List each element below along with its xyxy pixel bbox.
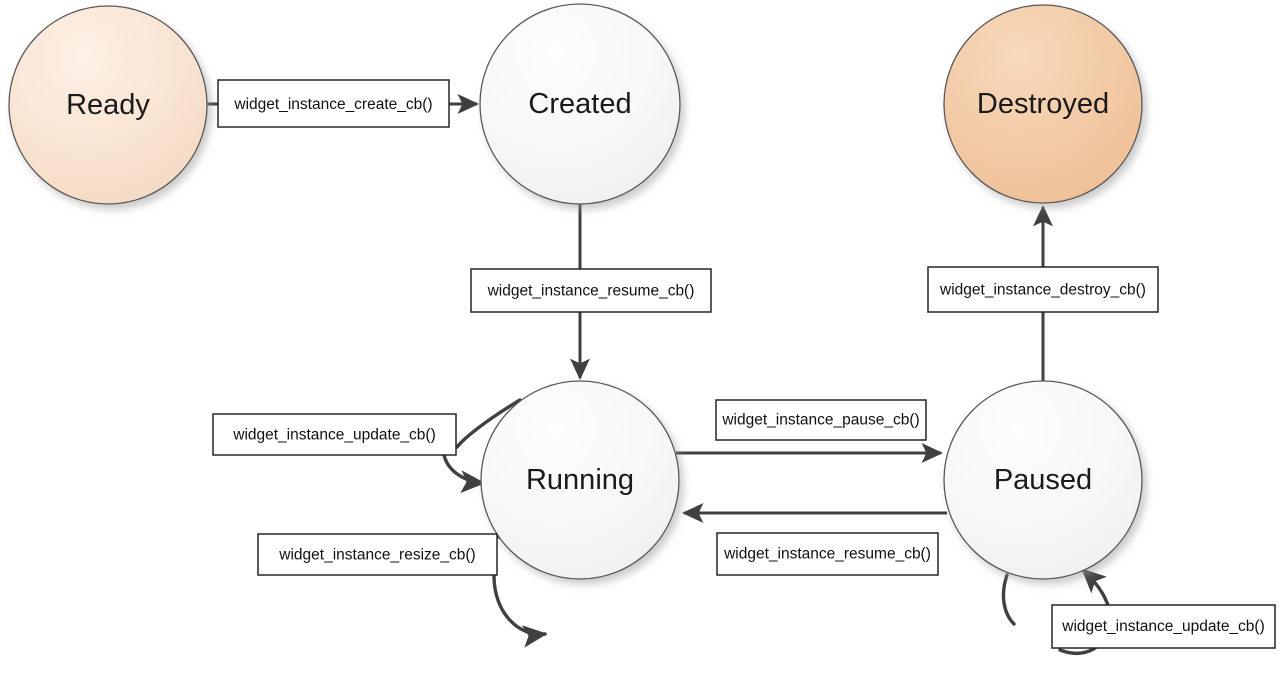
edge-resize-running-out bbox=[492, 574, 548, 648]
edge-label-resize-running[interactable]: widget_instance_resize_cb() bbox=[257, 533, 498, 576]
state-node-destroyed[interactable]: Destroyed bbox=[943, 4, 1143, 204]
edge-label-update-paused[interactable]: widget_instance_update_cb() bbox=[1051, 604, 1276, 649]
created-label: Created bbox=[528, 88, 631, 120]
edge-label-resize-running-box[interactable] bbox=[257, 533, 498, 576]
state-node-running[interactable]: Running bbox=[480, 380, 680, 580]
edge-label-create-box[interactable] bbox=[217, 79, 450, 128]
paused-circle[interactable] bbox=[943, 380, 1143, 580]
edge-label-update-paused-box[interactable] bbox=[1051, 604, 1276, 649]
edge-label-update-running-box[interactable] bbox=[212, 413, 457, 456]
edge-label-resume-initial-box[interactable] bbox=[470, 268, 712, 313]
edge-label-destroy-text: widget_instance_destroy_cb() bbox=[939, 282, 1146, 299]
edge-label-update-running[interactable]: widget_instance_update_cb() bbox=[212, 413, 457, 456]
edge-label-pause-text: widget_instance_pause_cb() bbox=[721, 412, 919, 429]
ready-label: Ready bbox=[66, 89, 150, 121]
transition-update-running bbox=[442, 398, 522, 493]
destroyed-circle[interactable] bbox=[943, 4, 1143, 204]
edge-label-pause[interactable]: widget_instance_pause_cb() bbox=[715, 399, 927, 441]
edge-update-paused-in bbox=[1001, 573, 1016, 626]
edge-label-resume[interactable]: widget_instance_resume_cb() bbox=[716, 532, 939, 576]
edge-label-destroy-box[interactable] bbox=[927, 266, 1159, 313]
edge-label-resume-initial[interactable]: widget_instance_resume_cb() bbox=[470, 268, 712, 313]
paused-label: Paused bbox=[994, 464, 1092, 496]
edge-label-create[interactable]: widget_instance_create_cb() bbox=[217, 79, 450, 128]
running-label: Running bbox=[526, 464, 634, 496]
edge-update-running-in bbox=[455, 398, 522, 449]
state-node-created[interactable]: Created bbox=[479, 3, 681, 205]
state-node-paused[interactable]: Paused bbox=[943, 380, 1143, 580]
created-circle[interactable] bbox=[479, 3, 681, 205]
edge-label-resume-text: widget_instance_resume_cb() bbox=[723, 546, 931, 563]
edge-label-update-paused-text: widget_instance_update_cb() bbox=[1061, 618, 1265, 635]
edge-label-resume-initial-text: widget_instance_resume_cb() bbox=[487, 283, 695, 300]
destroyed-label: Destroyed bbox=[977, 88, 1109, 120]
state-node-ready[interactable]: Ready bbox=[8, 5, 208, 205]
edge-label-pause-box[interactable] bbox=[715, 399, 927, 441]
edge-label-resize-running-text: widget_instance_resize_cb() bbox=[278, 547, 475, 564]
running-circle[interactable] bbox=[480, 380, 680, 580]
edge-label-update-running-text: widget_instance_update_cb() bbox=[232, 427, 436, 444]
edge-update-running-out bbox=[442, 453, 486, 493]
edge-label-resume-box[interactable] bbox=[716, 532, 939, 576]
edge-label-destroy[interactable]: widget_instance_destroy_cb() bbox=[927, 266, 1159, 313]
edge-label-create-text: widget_instance_create_cb() bbox=[233, 96, 432, 113]
ready-circle[interactable] bbox=[8, 5, 208, 205]
